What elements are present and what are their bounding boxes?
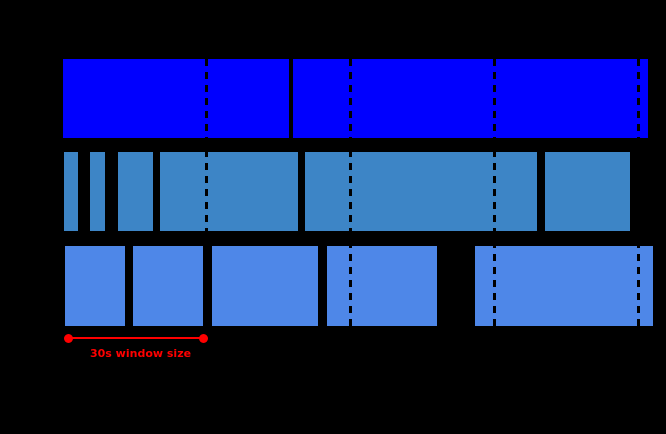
window-boundary-line (637, 59, 640, 326)
window-boundary-line (205, 59, 208, 326)
window-boundary-line (349, 59, 352, 326)
window-boundary-line (493, 59, 496, 326)
segment-bar-row-2 (545, 152, 630, 231)
segment-bar-row-2 (118, 152, 153, 231)
window-size-label: 30s window size (90, 347, 192, 360)
segment-bar-row-2 (160, 152, 298, 231)
segment-bar-row-3 (133, 246, 203, 326)
segment-bar-row-3 (327, 246, 437, 326)
segment-bar-row-3 (475, 246, 653, 326)
arrow-endpoint-dot-right (199, 334, 208, 343)
segment-bar-row-1 (63, 59, 289, 138)
segment-bar-row-2 (64, 152, 78, 231)
segment-bar-row-3 (65, 246, 125, 326)
segment-bar-row-2 (90, 152, 105, 231)
segment-bar-row-1 (293, 59, 648, 138)
segment-bar-row-2 (305, 152, 537, 231)
arrow-endpoint-dot-left (64, 334, 73, 343)
window-size-arrow-line (68, 337, 203, 339)
segment-bar-row-3 (212, 246, 318, 326)
